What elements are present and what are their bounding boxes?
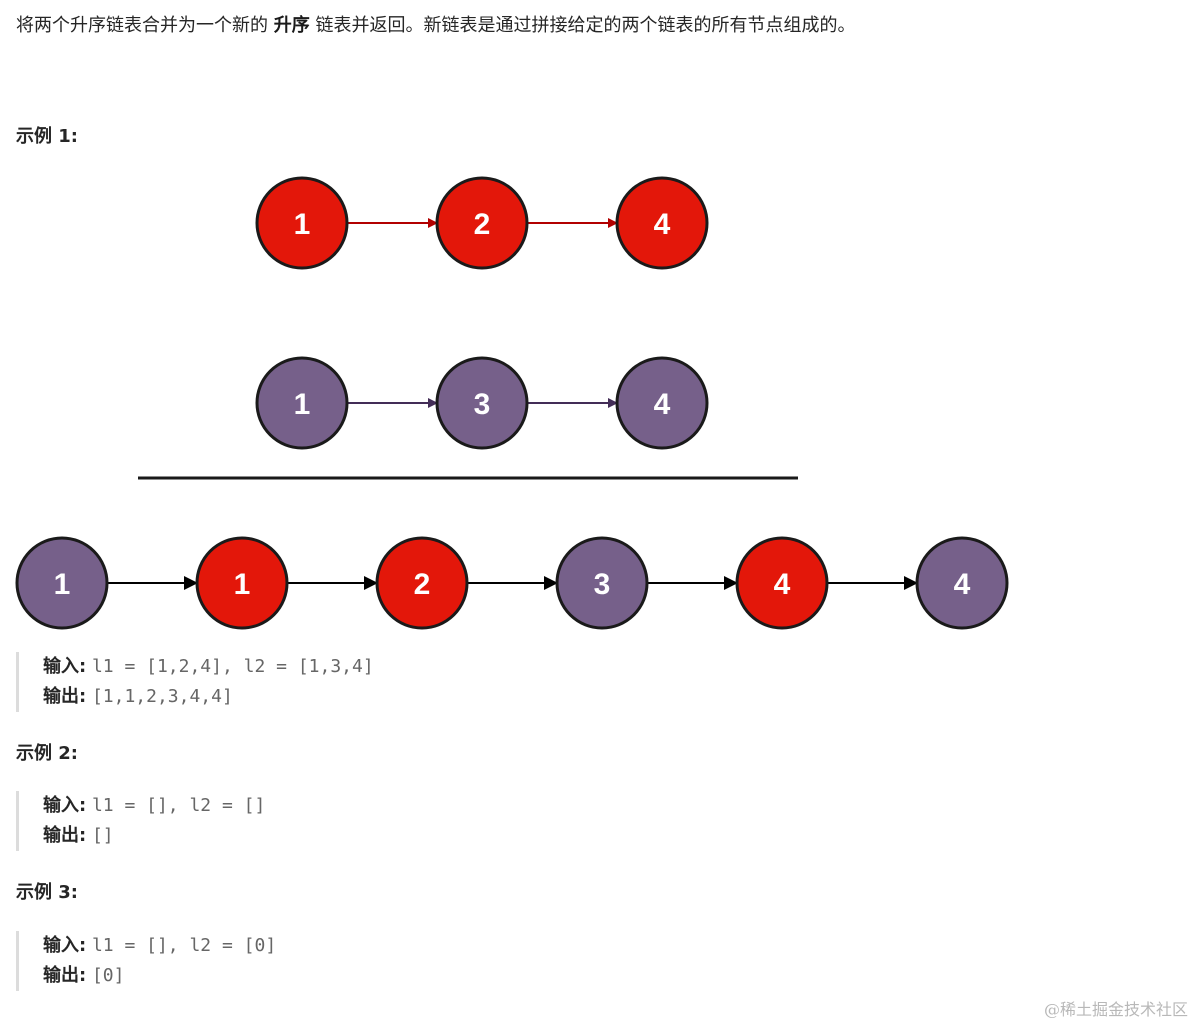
example-2-block: 输入: l1 = [], l2 = [] 输出: [] xyxy=(16,791,265,851)
list2-node xyxy=(615,356,709,450)
example-3-block: 输入: l1 = [], l2 = [0] 输出: [0] xyxy=(16,931,276,991)
description-text-after: 链表并返回。新链表是通过拼接给定的两个链表的所有节点组成的。 xyxy=(315,15,856,36)
merged-node-label: 1 xyxy=(54,568,71,601)
merged-node-label: 4 xyxy=(774,568,791,601)
example-3-output-row: 输出: [0] xyxy=(43,961,276,991)
output-label: 输出: xyxy=(43,686,87,707)
merged-node-label: 4 xyxy=(954,568,971,601)
output-label: 输出: xyxy=(43,825,87,846)
output-value: [] xyxy=(91,825,114,846)
list1-node xyxy=(615,176,709,270)
merged-node-label: 3 xyxy=(594,568,611,601)
merged-node xyxy=(15,536,109,630)
list2-node xyxy=(435,356,529,450)
site-watermark: @稀土掘金技术社区 xyxy=(1043,1000,1188,1019)
output-value: [1,1,2,3,4,4] xyxy=(91,686,233,707)
example-2-output-row: 输出: [] xyxy=(43,821,265,851)
merge-diagram: 1 2 4 1 3 4 1 1 2 3 4 4 xyxy=(15,176,1009,630)
input-value: l1 = [], l2 = [] xyxy=(91,795,266,816)
description-emphasis: 升序 xyxy=(273,15,310,36)
input-label: 输入: xyxy=(43,656,87,677)
output-value: [0] xyxy=(91,965,125,986)
merged-node xyxy=(555,536,649,630)
list2-node-label: 4 xyxy=(654,388,671,421)
example-3-title: 示例 3: xyxy=(16,882,78,903)
merged-node-label: 1 xyxy=(234,568,251,601)
merged-node xyxy=(375,536,469,630)
merged-chain: 1 1 2 3 4 4 xyxy=(15,536,1009,630)
list1-node xyxy=(255,176,349,270)
merged-node-label: 2 xyxy=(414,568,431,601)
description-text-before: 将两个升序链表合并为一个新的 xyxy=(16,15,268,36)
merged-node xyxy=(195,536,289,630)
list1-node-label: 4 xyxy=(654,208,671,241)
list1-node xyxy=(435,176,529,270)
example-2-title: 示例 2: xyxy=(16,743,78,764)
list1-node-label: 1 xyxy=(294,208,311,241)
input-label: 输入: xyxy=(43,935,87,956)
input-value: l1 = [], l2 = [0] xyxy=(91,935,277,956)
example-2-input-row: 输入: l1 = [], l2 = [] xyxy=(43,791,265,821)
list2-chain: 1 3 4 xyxy=(255,356,709,450)
input-value: l1 = [1,2,4], l2 = [1,3,4] xyxy=(91,656,374,677)
input-label: 输入: xyxy=(43,795,87,816)
merged-node xyxy=(735,536,829,630)
list2-node-label: 3 xyxy=(474,388,491,421)
merged-node xyxy=(915,536,1009,630)
list1-chain: 1 2 4 xyxy=(255,176,709,270)
example-3-input-row: 输入: l1 = [], l2 = [0] xyxy=(43,931,276,961)
example-1-input-row: 输入: l1 = [1,2,4], l2 = [1,3,4] xyxy=(43,652,374,682)
example-1-block: 输入: l1 = [1,2,4], l2 = [1,3,4] 输出: [1,1,… xyxy=(16,652,374,712)
example-1-output-row: 输出: [1,1,2,3,4,4] xyxy=(43,682,374,712)
list1-node-label: 2 xyxy=(474,208,491,241)
list2-node xyxy=(255,356,349,450)
problem-description: 将两个升序链表合并为一个新的 升序 链表并返回。新链表是通过拼接给定的两个链表的… xyxy=(16,12,855,40)
example-1-title: 示例 1: xyxy=(16,126,78,147)
list2-node-label: 1 xyxy=(294,388,311,421)
output-label: 输出: xyxy=(43,965,87,986)
